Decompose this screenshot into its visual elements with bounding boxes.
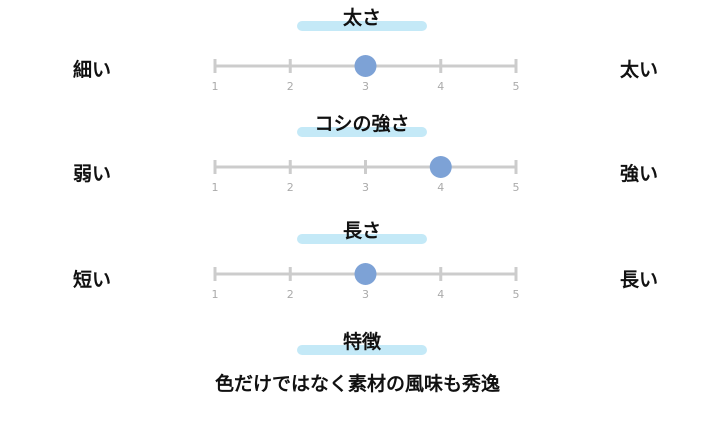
- right-label-thick: 太い: [619, 59, 658, 81]
- left-label-weak: 弱い: [73, 163, 112, 185]
- scale-tick-label: 5: [513, 181, 520, 191]
- right-label-strong: 強い: [619, 163, 658, 185]
- scale-marker: [354, 263, 377, 285]
- rating-scale-firmness: 1 2 3 4 5: [212, 156, 520, 191]
- scale-tick-label: 5: [513, 80, 520, 90]
- scale-tick-label: 1: [212, 288, 219, 298]
- feature-title: 特徴: [297, 331, 427, 355]
- scale-tick-label: 4: [437, 288, 444, 298]
- scale-tick-label: 3: [362, 80, 369, 90]
- right-label-long: 長い: [619, 269, 658, 291]
- row-title-thickness: 太さ: [297, 7, 427, 31]
- row-title-firmness: コシの強さ: [297, 113, 427, 137]
- title-highlight: [297, 21, 427, 31]
- left-label-short: 短い: [73, 269, 112, 291]
- scale-tick-label: 4: [437, 80, 444, 90]
- scale-marker: [429, 156, 452, 178]
- title-highlight: [297, 234, 427, 244]
- row-title-length: 長さ: [297, 220, 427, 244]
- scale-tick-label: 1: [212, 80, 219, 90]
- title-highlight: [297, 127, 427, 137]
- rating-scale-length: 1 2 3 4 5: [212, 263, 520, 298]
- scale-tick-label: 2: [287, 80, 294, 90]
- title-highlight: [297, 345, 427, 355]
- scale-tick-label: 2: [287, 288, 294, 298]
- scale-tick-label: 4: [437, 181, 444, 191]
- scale-tick-label: 3: [362, 181, 369, 191]
- scale-marker: [354, 55, 377, 77]
- scale-tick-label: 2: [287, 181, 294, 191]
- rating-scale-thickness: 1 2 3 4 5: [212, 55, 520, 90]
- feature-description: 色だけではなく素材の風味も秀逸: [214, 373, 500, 395]
- scale-tick-label: 1: [212, 181, 219, 191]
- scale-tick-label: 3: [362, 288, 369, 298]
- left-label-thin: 細い: [73, 59, 112, 81]
- scale-tick-label: 5: [513, 288, 520, 298]
